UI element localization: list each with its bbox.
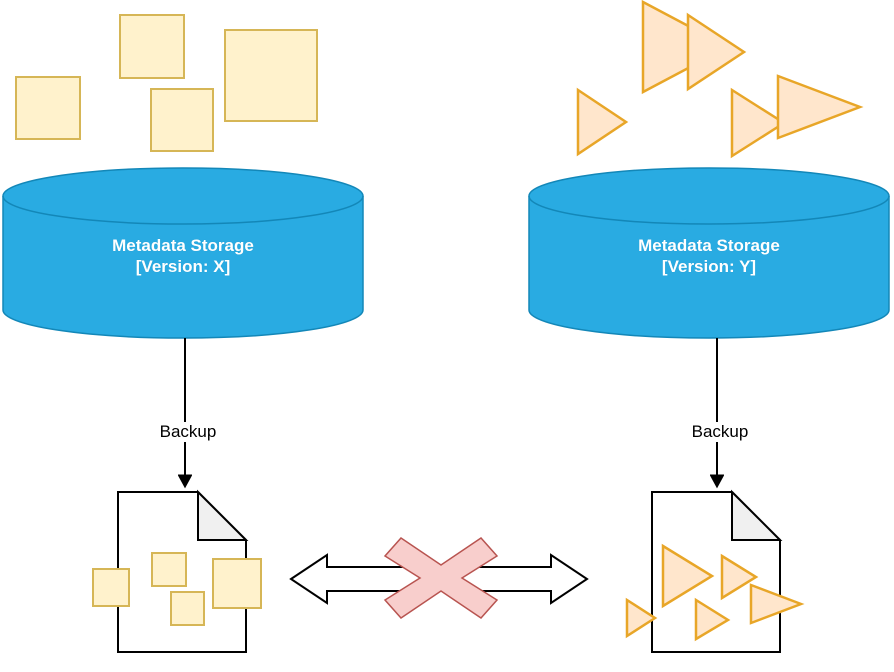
square-icon: [224, 29, 318, 122]
square-icon: [119, 14, 185, 79]
left-floating-squares-group: [15, 14, 318, 152]
triangle-icon: [641, 0, 731, 95]
square-icon: [212, 558, 262, 609]
right-metadata-storage-cylinder[interactable]: [528, 167, 890, 339]
triangle-icon: [661, 543, 715, 609]
square-icon: [170, 591, 205, 626]
triangle-icon: [576, 87, 629, 157]
triangle-icon: [625, 597, 658, 639]
square-icon: [150, 88, 214, 152]
triangle-icon: [720, 553, 759, 601]
right-backup-document[interactable]: [651, 489, 783, 653]
triangle-icon: [749, 583, 805, 625]
right-floating-triangles-group: [576, 0, 864, 159]
left-metadata-storage-cylinder[interactable]: [2, 167, 364, 339]
triangle-icon: [694, 597, 731, 642]
left-backup-edge-label: Backup: [125, 422, 251, 442]
cross-icon: [383, 537, 499, 619]
right-document-triangles-group: [625, 543, 805, 642]
triangle-icon: [730, 87, 787, 159]
square-icon: [92, 568, 130, 607]
triangle-icon: [776, 74, 864, 140]
square-icon: [151, 552, 187, 587]
triangle-icon: [686, 12, 747, 92]
left-document-squares-group: [92, 552, 262, 626]
document-fold-icon: [731, 489, 783, 541]
square-icon: [15, 76, 81, 140]
right-backup-edge-label: Backup: [657, 422, 783, 442]
document-fold-icon: [197, 489, 249, 541]
